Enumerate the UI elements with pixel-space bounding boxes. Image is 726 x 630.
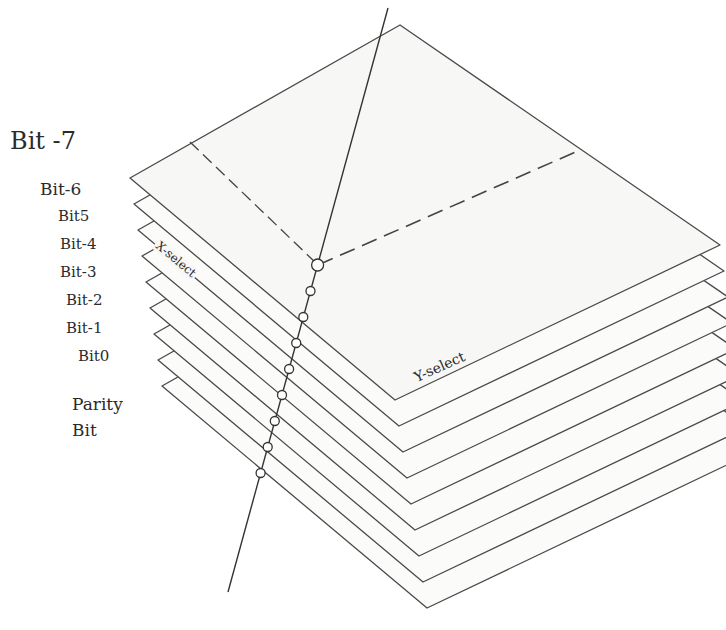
core	[285, 365, 294, 374]
y-select-line	[318, 150, 580, 265]
core	[306, 287, 315, 296]
bit-label: Bit-3	[60, 264, 96, 281]
bit-label: Bit -7	[10, 128, 76, 154]
core	[278, 391, 287, 400]
core	[256, 469, 265, 478]
core	[263, 443, 272, 452]
bit-label: Bit-1	[66, 320, 102, 337]
x-select-line	[190, 142, 318, 265]
core	[299, 313, 308, 322]
bit-label: Parity Bit	[72, 392, 122, 443]
sense-line	[228, 8, 388, 592]
bit-label: Bit5	[58, 208, 89, 225]
bit-label: Bit-6	[40, 180, 81, 199]
bit-label: Bit-4	[60, 236, 96, 253]
core	[270, 417, 279, 426]
core	[312, 259, 324, 271]
bit-label: Bit-2	[66, 292, 102, 309]
core	[292, 339, 301, 348]
core-plane	[130, 25, 720, 400]
bit-label: Bit0	[78, 348, 109, 365]
